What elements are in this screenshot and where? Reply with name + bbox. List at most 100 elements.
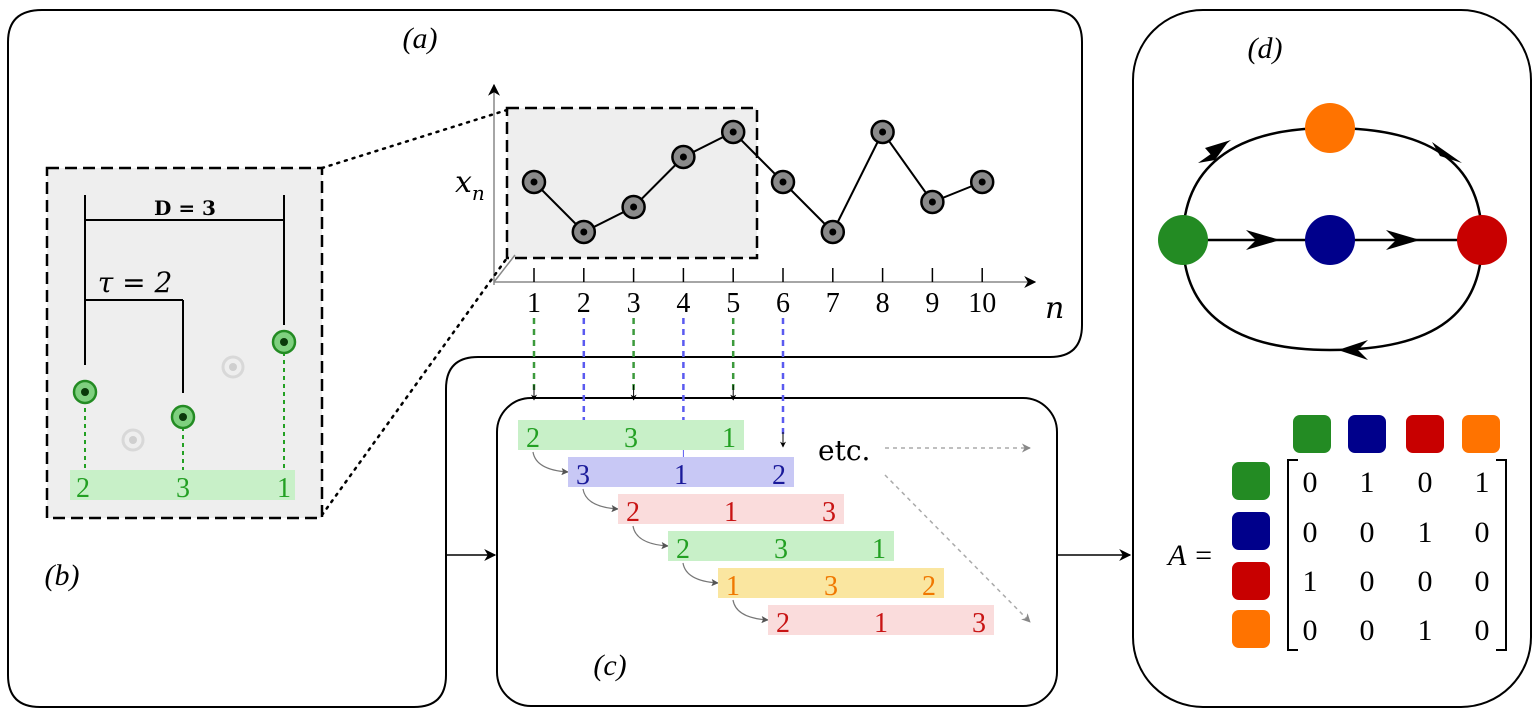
pattern-digit: 3 — [972, 608, 986, 639]
transition-network — [1158, 103, 1507, 360]
arrowhead — [1246, 230, 1280, 250]
series-point-center — [829, 228, 837, 236]
matrix-cell: 0 — [1360, 565, 1375, 598]
column-swatch-blue — [1348, 415, 1386, 453]
pattern-digit: 1 — [874, 608, 888, 639]
x-tick-label: 7 — [826, 288, 840, 319]
matrix-cell: 0 — [1303, 614, 1318, 647]
arrowhead — [1386, 230, 1420, 250]
node-blue — [1305, 215, 1355, 265]
arrowhead — [1432, 142, 1462, 163]
pattern-digit: 3 — [774, 534, 788, 565]
panel-label-d: (d) — [1248, 32, 1283, 65]
pattern-band — [718, 568, 944, 598]
pattern-digit: 3 — [624, 423, 638, 454]
pattern-band — [618, 494, 844, 524]
pattern-digit: 3 — [176, 473, 190, 504]
tau-label: τ = 2 — [98, 266, 173, 299]
x-tick-label: 4 — [676, 288, 690, 319]
matrix-bracket-left — [1287, 459, 1298, 651]
pattern-digit: 1 — [277, 473, 291, 504]
matrix-label: A = — [1166, 539, 1214, 572]
transition-arrow — [532, 451, 569, 476]
matrix-bracket-right — [1496, 459, 1507, 651]
column-swatch-green — [1293, 415, 1331, 453]
row-swatch-green — [1232, 462, 1270, 500]
embedded-point — [81, 388, 89, 396]
y-axis-label: xn — [455, 165, 485, 205]
matrix-cell: 0 — [1303, 516, 1318, 549]
pattern-digit: 3 — [576, 460, 590, 491]
series-points — [521, 119, 995, 245]
matrix-cell: 1 — [1418, 614, 1433, 647]
symbol-connectors — [531, 318, 786, 462]
panel-label-c: (c) — [593, 649, 626, 682]
column-swatch-orange — [1462, 415, 1500, 453]
etc-arrow-diagonal — [884, 474, 1031, 623]
column-swatch-red — [1406, 415, 1444, 453]
pattern-band — [70, 470, 295, 500]
matrix-cell: 0 — [1475, 614, 1490, 647]
matrix-cell: 0 — [1475, 565, 1490, 598]
faded-point — [229, 363, 237, 371]
matrix-cell: 0 — [1360, 614, 1375, 647]
pattern-digit: 3 — [822, 497, 836, 528]
pattern-band — [518, 420, 744, 450]
embedded-point — [280, 338, 288, 346]
series-point-center — [530, 178, 538, 186]
panel-ab-frame — [7, 9, 1083, 708]
matrix-cell: 1 — [1418, 516, 1433, 549]
transition-arrow — [732, 599, 769, 624]
embedding-inset: D = 3 τ = 2 2 3 1 — [45, 166, 324, 520]
series-point-center — [928, 198, 936, 206]
zoom-connector-bottom — [320, 256, 509, 517]
row-swatch-orange — [1232, 610, 1270, 648]
transition-arrow — [632, 525, 669, 550]
arrowhead — [1338, 340, 1368, 360]
pattern-digit: 2 — [772, 460, 786, 491]
faded-point — [129, 436, 137, 444]
series-point-center — [779, 178, 787, 186]
x-axis-label: n — [1045, 291, 1064, 326]
node-orange — [1305, 103, 1355, 153]
panel-c-frame — [496, 397, 1058, 707]
zoom-connector-top — [320, 108, 509, 170]
pattern-digit: 3 — [824, 571, 838, 602]
edge-red-to-green — [1181, 239, 1484, 352]
pattern-digit: 1 — [674, 460, 688, 491]
embedded-point — [179, 413, 187, 421]
panel-d-frame — [1132, 9, 1532, 708]
series-point-center — [679, 153, 687, 161]
arrowhead — [1205, 140, 1231, 156]
series-point-center — [879, 128, 887, 136]
axis-perspective — [493, 254, 516, 283]
series-point-center — [580, 228, 588, 236]
x-tick-label: 9 — [925, 288, 939, 319]
pattern-digit: 1 — [872, 534, 886, 565]
series-point-center — [978, 178, 986, 186]
x-tick-label: 1 — [527, 288, 541, 319]
x-tick-label: 8 — [876, 288, 890, 319]
pattern-digit: 2 — [676, 534, 690, 565]
series-point-center — [729, 128, 737, 136]
pattern-digit: 2 — [922, 571, 936, 602]
pattern-digit: 2 — [776, 608, 790, 639]
node-red — [1457, 215, 1507, 265]
x-tick-label: 2 — [577, 288, 591, 319]
pattern-band — [668, 531, 894, 561]
pattern-digit: 1 — [722, 423, 736, 454]
etc-label: etc. — [818, 434, 870, 467]
node-green — [1158, 215, 1208, 265]
matrix-cell: 1 — [1475, 466, 1490, 499]
row-swatch-red — [1232, 562, 1270, 600]
pattern-digit: 2 — [626, 497, 640, 528]
pattern-digit: 2 — [76, 473, 90, 504]
panel-label-b: (b) — [45, 559, 80, 592]
transition-arrow — [582, 488, 619, 513]
matrix-cell: 1 — [1303, 565, 1318, 598]
faded-point — [221, 355, 245, 379]
